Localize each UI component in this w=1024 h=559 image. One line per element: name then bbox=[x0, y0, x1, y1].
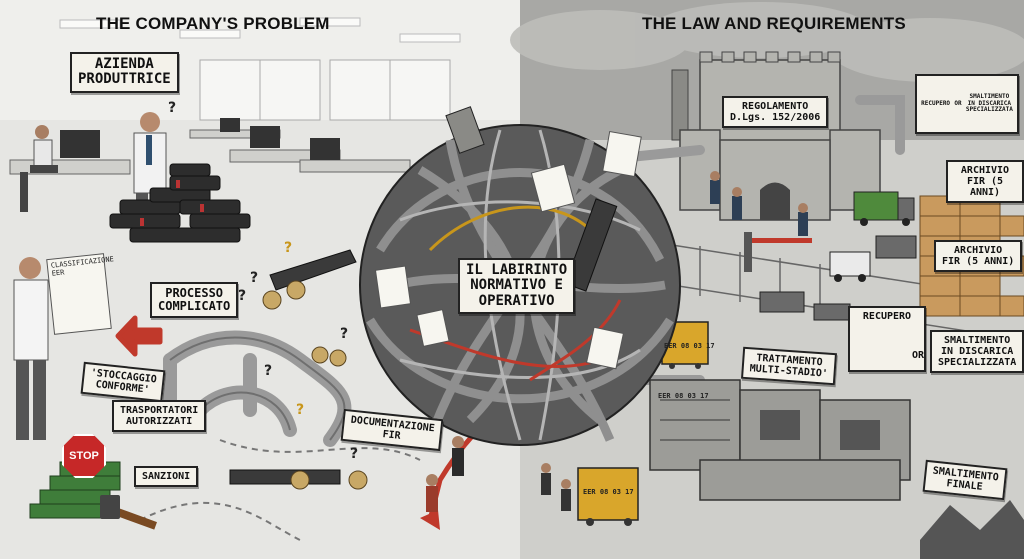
or-label: OR bbox=[912, 350, 925, 361]
process-sign: PROCESSO COMPLICATO bbox=[150, 282, 239, 319]
bin-code-1: EER 08 03 17 bbox=[664, 342, 715, 350]
svg-text:?: ? bbox=[350, 446, 358, 462]
svg-text:?: ? bbox=[168, 100, 176, 116]
regulation-sign: REGOLAMENTO D.Lgs. 152/2006 bbox=[722, 96, 829, 128]
left-panel-title: THE COMPANY'S PROBLEM bbox=[96, 14, 330, 33]
top-board-smaltimento: SMALTIMENTO IN DISCARICA SPECIALIZZATA bbox=[965, 93, 1013, 114]
svg-text:?: ? bbox=[264, 363, 272, 379]
company-sign: AZIENDA PRODUTTRICE bbox=[70, 52, 179, 93]
sanctions-sign: SANZIONI bbox=[134, 466, 199, 487]
svg-text:?: ? bbox=[238, 288, 246, 304]
transport-sign: TRASPORTATORI AUTORIZZATI bbox=[112, 400, 207, 432]
top-board-or: OR bbox=[954, 99, 962, 107]
stop-sign: STOP bbox=[62, 434, 106, 478]
bin-code-2: EER 08 03 17 bbox=[583, 488, 634, 496]
svg-text:?: ? bbox=[296, 402, 304, 418]
treatment-sign: TRATTAMENTO MULTI-STADIO' bbox=[740, 346, 838, 386]
recupero-sign: RECUPERO bbox=[848, 306, 926, 372]
bin-code-3: EER 08 03 17 bbox=[658, 392, 709, 400]
maze-sign: IL LABIRINTO NORMATIVO E OPERATIVO bbox=[458, 258, 576, 315]
svg-text:?: ? bbox=[250, 270, 258, 286]
top-choice-board: RECUPERO OR SMALTIMENTO IN DISCARICA SPE… bbox=[915, 74, 1019, 134]
top-board-recupero: RECUPERO bbox=[921, 99, 951, 107]
svg-text:?: ? bbox=[340, 326, 348, 342]
svg-text:?: ? bbox=[284, 240, 292, 256]
archive-sign-1: ARCHIVIO FIR (5 ANNI) bbox=[946, 160, 1024, 203]
archive-sign-2: ARCHIVIO FIR (5 ANNI) bbox=[934, 240, 1023, 272]
smaltimento-sign: SMALTIMENTO IN DISCARICA SPECIALIZZATA bbox=[930, 330, 1024, 373]
right-panel-title: THE LAW AND REQUIREMENTS bbox=[642, 14, 906, 33]
classification-document: CLASSIFICAZIONE EER bbox=[46, 253, 114, 335]
